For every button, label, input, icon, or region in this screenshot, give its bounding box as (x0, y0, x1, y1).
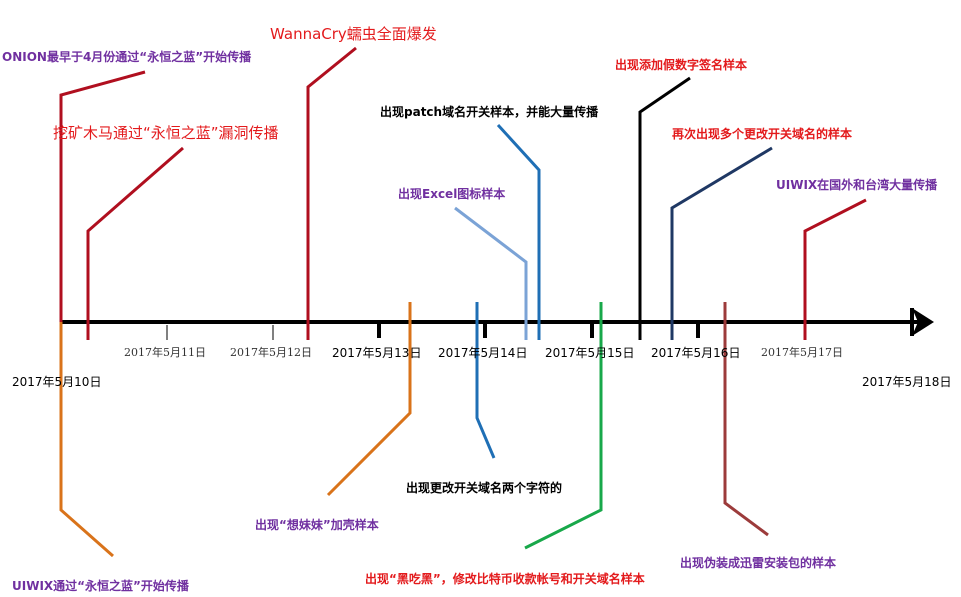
event-label-uiwix1: UIWIX通过“永恒之蓝”开始传播 (12, 578, 190, 593)
connector-xunlei (723, 302, 769, 537)
connector-multidomain (670, 146, 773, 340)
connector-xiangmeimei (326, 302, 412, 497)
connector-change2 (475, 302, 496, 459)
connector-excel (454, 206, 528, 340)
date-label-d13: 2017年5月13日 (332, 346, 421, 360)
connector-fakesig (638, 76, 691, 340)
connector-uiwix1 (59, 322, 114, 558)
date-label-d12: 2017年5月12日 (230, 345, 312, 359)
event-label-fakesig: 出现添加假数字签名样本 (615, 57, 747, 72)
date-label-d18: 2017年5月18日 (862, 375, 951, 389)
event-label-heichihei: 出现“黑吃黑”，修改比特币收款帐号和开关域名样本 (365, 571, 645, 586)
event-label-xunlei: 出现伪装成迅雷安装包的样本 (680, 555, 836, 570)
event-label-onion: ONION最早于4月份通过“永恒之蓝”开始传播 (2, 49, 252, 64)
date-label-d17: 2017年5月17日 (761, 345, 843, 359)
date-label-d11: 2017年5月11日 (124, 345, 206, 359)
event-label-wannacry: WannaCry蠕虫全面爆发 (270, 25, 437, 43)
event-label-xiangmeimei: 出现“想妹妹”加壳样本 (255, 517, 379, 532)
date-label-d14: 2017年5月14日 (438, 346, 527, 360)
connector-heichihei (524, 302, 603, 550)
event-label-miner: 挖矿木马通过“永恒之蓝”漏洞传播 (53, 124, 279, 142)
axis-arrowhead (912, 308, 934, 336)
connector-uiwix2 (803, 198, 867, 340)
date-label-d16: 2017年5月16日 (651, 346, 740, 360)
connector-miner (86, 146, 184, 340)
event-label-multidomain: 再次出现多个更改开关域名的样本 (672, 126, 852, 141)
event-label-excel: 出现Excel图标样本 (398, 186, 505, 201)
event-label-change2: 出现更改开关域名两个字符的 (406, 480, 562, 495)
date-label-d15: 2017年5月15日 (545, 346, 634, 360)
event-label-uiwix2: UIWIX在国外和台湾大量传播 (776, 177, 938, 192)
connector-wannacry (306, 46, 357, 340)
connector-patch (496, 123, 541, 340)
event-label-patch: 出现patch域名开关样本，并能大量传播 (380, 104, 599, 119)
connector-onion (59, 70, 146, 322)
date-label-d10: 2017年5月10日 (12, 375, 101, 389)
